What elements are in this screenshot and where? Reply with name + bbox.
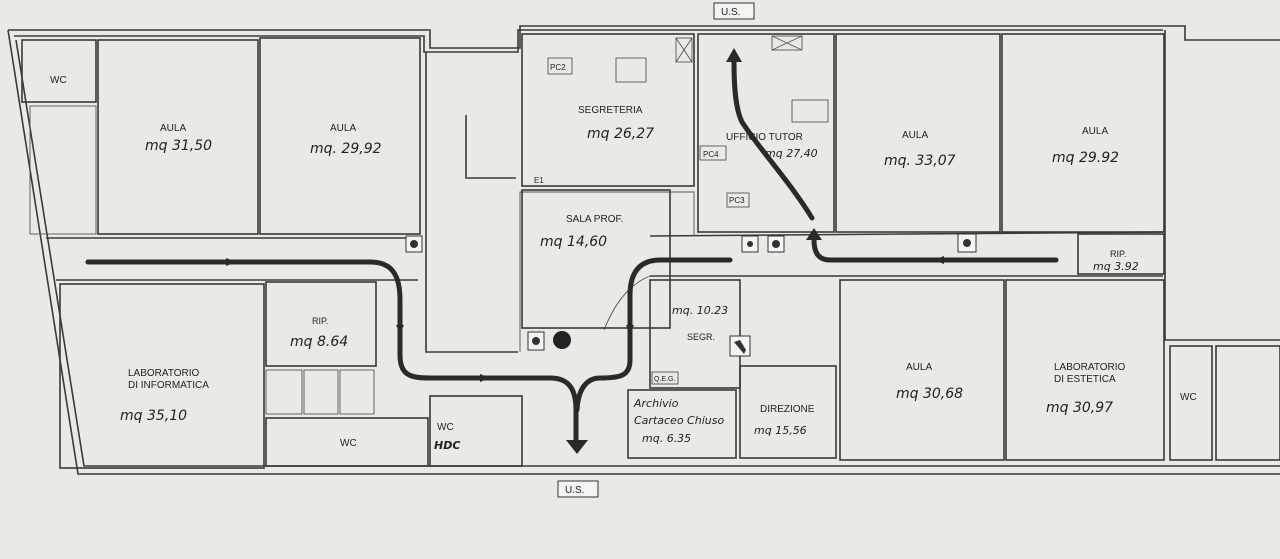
exit-top: U.S. — [713, 2, 755, 20]
svg-text:Q.E.G.: Q.E.G. — [654, 376, 675, 383]
svg-text:DIREZIONE: DIREZIONE — [760, 404, 815, 415]
svg-text:mq. 29,92: mq. 29,92 — [310, 141, 382, 157]
svg-text:mq 35,10: mq 35,10 — [120, 408, 187, 424]
svg-text:PC2: PC2 — [550, 63, 566, 72]
svg-text:SALA PROF.: SALA PROF. — [566, 214, 623, 225]
room-aula-4: AULA mq 29.92 — [1001, 33, 1165, 233]
room-lab-estetica: LABORATORIO DI ESTETICA mq 30,97 — [1005, 279, 1165, 461]
svg-text:WC: WC — [1180, 392, 1197, 403]
room-wc-right: WC — [1169, 345, 1213, 461]
svg-text:LABORATORIO: LABORATORIO — [1054, 362, 1126, 373]
svg-text:SEGRETERIA: SEGRETERIA — [578, 105, 643, 116]
fire-extinguisher-icon — [527, 331, 545, 351]
evacuation-route-right — [731, 59, 1059, 263]
svg-text:RIP.: RIP. — [1110, 249, 1126, 259]
room-segr: mq. 10.23 SEGR. Q.E.G. — [649, 279, 741, 389]
svg-text:HDC: HDC — [434, 439, 460, 452]
room-wc-top-left: WC — [21, 39, 97, 103]
phone-icon — [729, 335, 751, 357]
svg-text:E1: E1 — [534, 176, 544, 185]
svg-text:PC3: PC3 — [729, 196, 745, 205]
svg-text:mq 30,68: mq 30,68 — [896, 386, 963, 402]
fire-extinguisher-icon — [741, 235, 759, 253]
svg-text:mq 30,97: mq 30,97 — [1046, 400, 1113, 416]
svg-text:RIP.: RIP. — [312, 316, 328, 326]
room-right-end — [1215, 345, 1280, 461]
svg-text:mq. 6.35: mq. 6.35 — [642, 432, 691, 445]
fire-hydrant-icon — [553, 331, 571, 349]
svg-text:mq. 33,07: mq. 33,07 — [884, 153, 956, 169]
alarm-icon — [767, 235, 785, 253]
room-rip-right: RIP. mq 3.92 — [1077, 233, 1165, 275]
svg-text:AULA: AULA — [330, 123, 356, 134]
svg-text:WC: WC — [437, 422, 454, 433]
room-segreteria: PC2 SEGRETERIA mq 26,27 E1 — [521, 33, 695, 187]
svg-text:Cartaceo Chiuso: Cartaceo Chiuso — [634, 414, 724, 427]
svg-text:LABORATORIO: LABORATORIO — [128, 368, 200, 379]
room-store-left — [29, 105, 97, 235]
room-wc-hdc: WC HDC — [429, 395, 523, 467]
room-archivio: Archivio Cartaceo Chiuso mq. 6.35 — [627, 389, 737, 459]
svg-text:DI INFORMATICA: DI INFORMATICA — [128, 380, 209, 391]
evacuation-route-center — [574, 257, 733, 413]
room-aula-3: AULA mq. 33,07 — [835, 33, 1001, 233]
room-rip-left: RIP. mq 8.64 — [265, 281, 377, 367]
fire-extinguisher-icon — [957, 233, 977, 253]
evacuation-route-left — [85, 259, 579, 443]
svg-text:AULA: AULA — [906, 362, 932, 373]
svg-text:mq 31,50: mq 31,50 — [145, 138, 212, 154]
svg-text:DI ESTETICA: DI ESTETICA — [1054, 374, 1116, 385]
exit-bottom: U.S. — [557, 480, 599, 498]
room-sala-prof: SALA PROF. mq 14,60 — [521, 189, 671, 329]
building-outline — [7, 25, 1280, 475]
room-lab-informatica: LABORATORIO DI INFORMATICA mq 35,10 — [59, 283, 265, 469]
svg-text:AULA: AULA — [1082, 126, 1108, 137]
svg-text:PC4: PC4 — [703, 150, 719, 159]
svg-text:mq 15,56: mq 15,56 — [754, 424, 807, 437]
svg-text:WC: WC — [340, 438, 357, 449]
route-arrowheads — [226, 48, 944, 454]
wc-stalls — [265, 369, 375, 415]
corridor-walls — [46, 52, 1164, 353]
svg-text:mq 14,60: mq 14,60 — [540, 234, 607, 250]
svg-text:UFFICIO TUTOR: UFFICIO TUTOR — [726, 132, 803, 143]
room-wc-bottom: WC — [265, 417, 429, 467]
room-ufficio-tutor: UFFICIO TUTOR PC4 mq 27,40 PC3 — [697, 33, 835, 233]
svg-text:U.S.: U.S. — [721, 7, 740, 18]
svg-text:AULA: AULA — [902, 130, 928, 141]
room-direzione: DIREZIONE mq 15,56 — [739, 365, 837, 459]
svg-text:WC: WC — [50, 75, 67, 86]
svg-text:U.S.: U.S. — [565, 485, 584, 496]
room-aula-5: AULA mq 30,68 — [839, 279, 1005, 461]
fire-extinguisher-icon — [405, 235, 423, 253]
svg-text:mq 27,40: mq 27,40 — [765, 147, 818, 160]
room-aula-1: AULA mq 31,50 — [97, 39, 259, 235]
svg-text:Archivio: Archivio — [633, 397, 679, 410]
svg-text:mq 8.64: mq 8.64 — [290, 334, 348, 350]
svg-text:mq 29.92: mq 29.92 — [1052, 150, 1119, 166]
svg-text:SEGR.: SEGR. — [687, 332, 715, 342]
svg-text:mq 26,27: mq 26,27 — [587, 126, 654, 142]
svg-text:mq. 10.23: mq. 10.23 — [672, 304, 728, 317]
room-aula-2: AULA mq. 29,92 — [259, 37, 421, 235]
svg-text:mq 3.92: mq 3.92 — [1093, 260, 1139, 273]
svg-text:AULA: AULA — [160, 123, 186, 134]
